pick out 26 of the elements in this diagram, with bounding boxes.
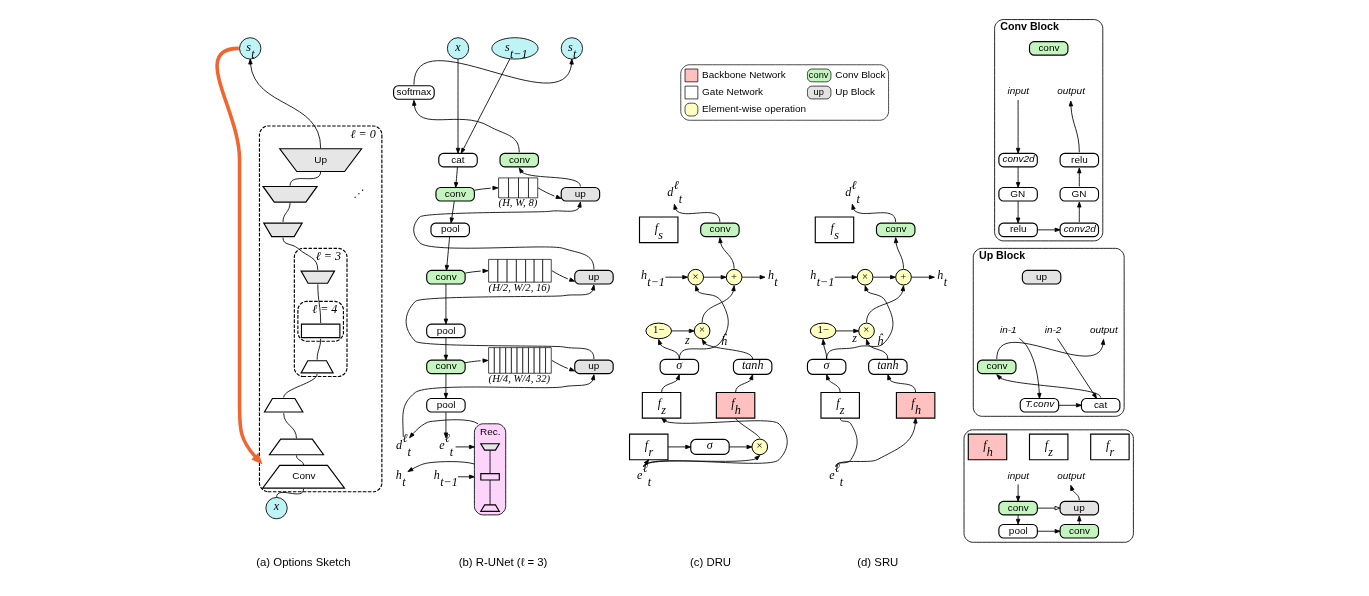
edge-label: z	[852, 331, 857, 346]
node-label: (H, W, 8)	[498, 196, 538, 209]
legend-label: Backbone Network	[702, 69, 786, 81]
node-label: (H/4, W/4, 32)	[488, 371, 551, 384]
label: (d) SRU	[857, 556, 899, 569]
label: (c) DRU	[690, 556, 732, 569]
node-text: output	[1089, 323, 1118, 335]
legend-label: Up Block	[835, 86, 876, 98]
label: conv	[808, 69, 829, 80]
edge-label: ĥ	[877, 333, 884, 348]
legend-label: Element-wise operation	[702, 103, 807, 115]
node-text: input	[1007, 469, 1030, 481]
edge-label: z	[684, 333, 690, 348]
node-text: in-2	[1044, 323, 1062, 335]
label: ⋰	[353, 186, 365, 200]
node-text: in-1	[999, 323, 1017, 335]
legend-label: Conv Block	[835, 69, 886, 81]
legend-label: Gate Network	[702, 86, 763, 98]
label: (b) R-UNet (ℓ = 3)	[458, 556, 548, 569]
label: up	[813, 86, 824, 97]
node-text: input	[1007, 85, 1030, 97]
node-text: output	[1057, 85, 1085, 97]
label: (a) Options Sketch	[256, 556, 351, 569]
node-label: (H/2, W/2, 16)	[488, 280, 551, 293]
edge-label: ĥ	[720, 333, 728, 348]
node-text: output	[1057, 469, 1085, 481]
